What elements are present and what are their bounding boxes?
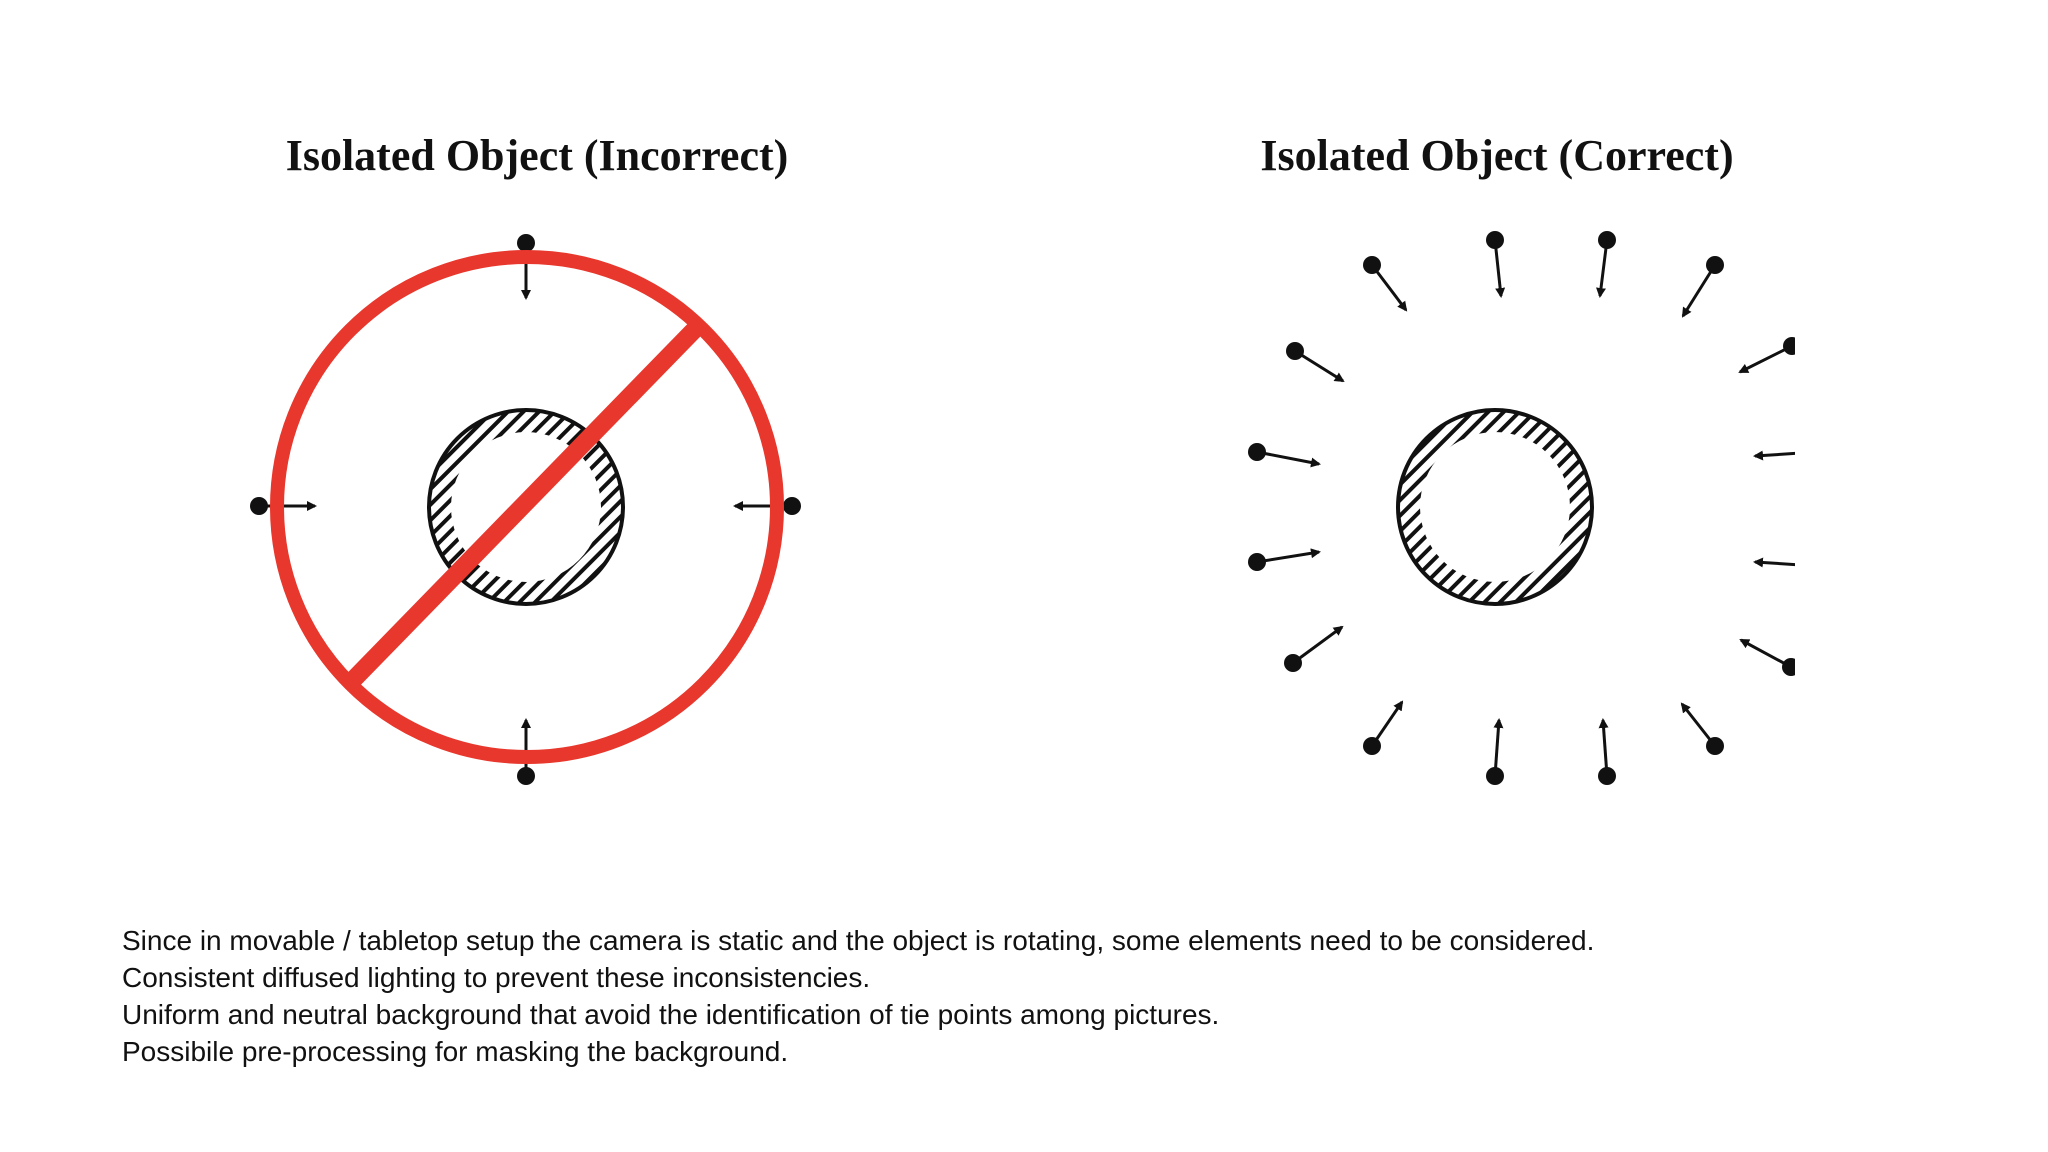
camera bbox=[1753, 450, 1795, 461]
correct-setup-diagram bbox=[1248, 231, 1795, 785]
incorrect-diagram-title: Isolated Object (Incorrect) bbox=[285, 131, 789, 180]
caption-line: Consistent diffused lighting to prevent … bbox=[122, 962, 871, 993]
camera bbox=[1596, 231, 1616, 298]
camera-top bbox=[517, 234, 535, 300]
prohibition-sign bbox=[270, 250, 784, 764]
camera bbox=[1363, 700, 1404, 755]
camera bbox=[1738, 337, 1795, 374]
incorrect-setup-diagram bbox=[250, 234, 801, 785]
camera-positions bbox=[1248, 231, 1795, 785]
camera-left bbox=[250, 497, 317, 515]
caption-text: Since in movable / tabletop setup the ca… bbox=[122, 922, 1594, 1070]
camera bbox=[1286, 342, 1345, 383]
object-cross-section bbox=[1396, 408, 1594, 606]
camera bbox=[1486, 231, 1506, 298]
camera bbox=[1248, 443, 1321, 468]
camera bbox=[1284, 625, 1344, 672]
camera bbox=[1363, 256, 1408, 312]
camera bbox=[1753, 557, 1795, 568]
caption-line: Uniform and neutral background that avoi… bbox=[122, 999, 1220, 1030]
correct-diagram-title: Isolated Object (Correct) bbox=[1260, 131, 1734, 180]
camera bbox=[1681, 256, 1724, 318]
camera bbox=[1598, 718, 1616, 785]
camera bbox=[1248, 548, 1321, 571]
caption-line: Since in movable / tabletop setup the ca… bbox=[122, 925, 1595, 956]
camera bbox=[1680, 702, 1724, 755]
camera-bottom bbox=[517, 718, 535, 785]
camera bbox=[1486, 718, 1504, 785]
caption-line: Possibile pre-processing for masking the… bbox=[122, 1036, 789, 1067]
camera-right bbox=[733, 497, 801, 515]
camera bbox=[1739, 638, 1795, 676]
